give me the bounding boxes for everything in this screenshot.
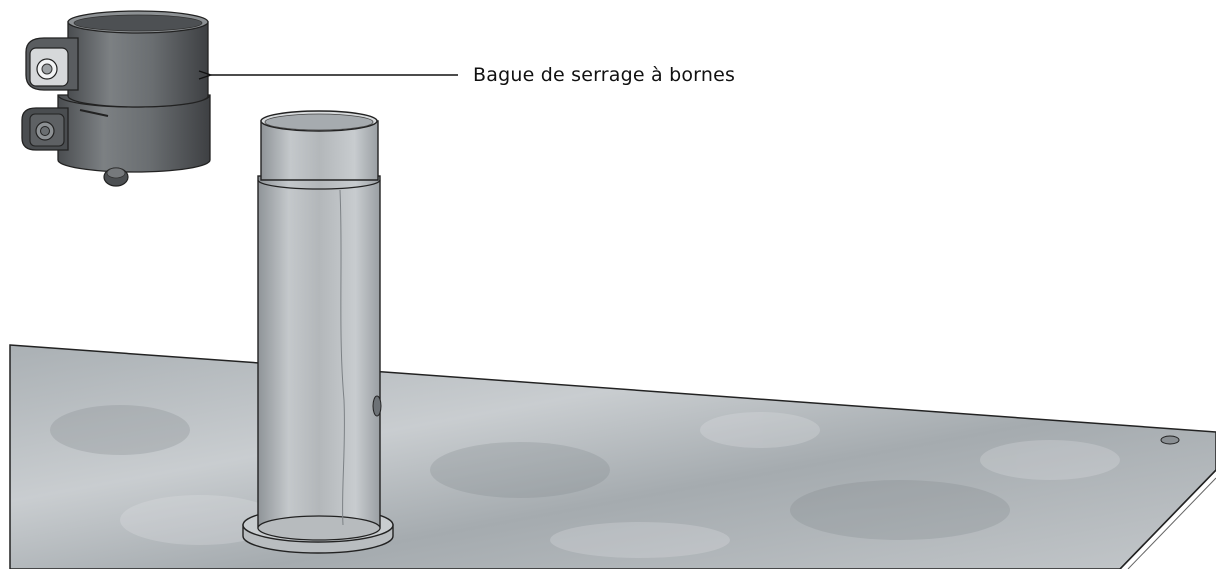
tube-side-hole [372,395,382,417]
plate-texture [50,405,1120,558]
plate-hole [1160,435,1180,445]
base-plate [9,344,1216,569]
clamp-ring-icon [21,10,211,187]
callout-label: Bague de serrage à bornes [473,64,736,86]
steel-tube [257,110,382,541]
